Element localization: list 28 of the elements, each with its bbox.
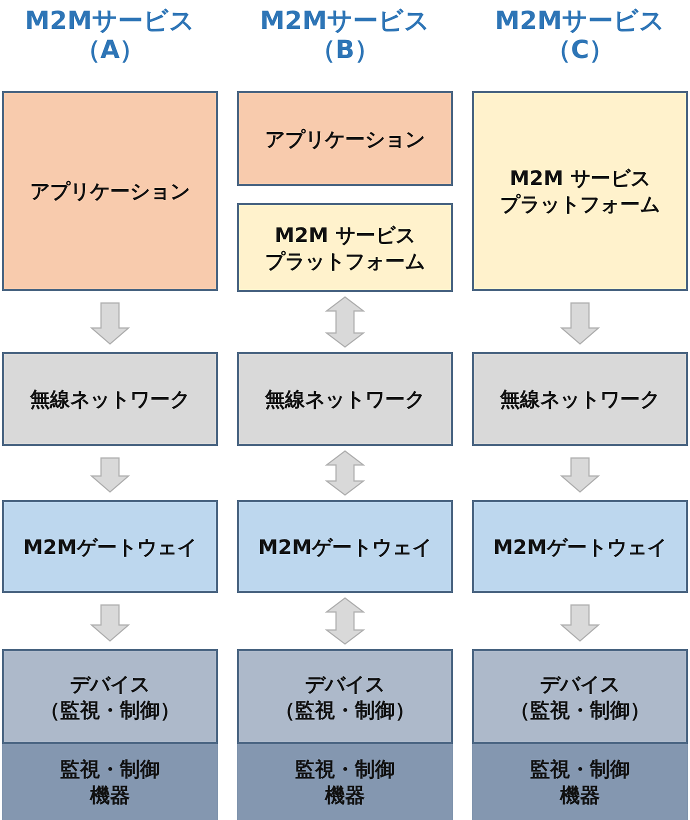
- application-box: アプリケーション: [237, 91, 453, 186]
- device-box: デバイス（監視・制御）: [472, 649, 688, 744]
- block-arrow: [90, 457, 130, 493]
- block-arrow: [560, 302, 600, 345]
- block-arrow: [560, 604, 600, 642]
- column-title: M2Mサービス（A）: [24, 6, 196, 64]
- block-arrow: [90, 604, 130, 642]
- column-title: M2Mサービス（C）: [494, 6, 666, 64]
- block-arrow: [90, 302, 130, 345]
- equipment-box: 監視・制御機器: [472, 744, 688, 820]
- platform-box: M2M サービスプラットフォーム: [472, 91, 688, 291]
- network-box: 無線ネットワーク: [2, 352, 218, 446]
- double-block-arrow: [324, 450, 366, 496]
- gateway-box: M2Mゲートウェイ: [472, 500, 688, 593]
- network-box: 無線ネットワーク: [472, 352, 688, 446]
- equipment-box: 監視・制御機器: [237, 744, 453, 820]
- network-box: 無線ネットワーク: [237, 352, 453, 446]
- gateway-box: M2Mゲートウェイ: [237, 500, 453, 593]
- double-block-arrow: [324, 597, 366, 645]
- platform-box: M2M サービスプラットフォーム: [237, 203, 453, 292]
- gateway-box: M2Mゲートウェイ: [2, 500, 218, 593]
- application-box: アプリケーション: [2, 91, 218, 291]
- column-title: M2Mサービス（B）: [258, 6, 432, 64]
- device-box: デバイス（監視・制御）: [2, 649, 218, 744]
- device-box: デバイス（監視・制御）: [237, 649, 453, 744]
- block-arrow: [560, 457, 600, 493]
- double-block-arrow: [324, 296, 366, 348]
- equipment-box: 監視・制御機器: [2, 744, 218, 820]
